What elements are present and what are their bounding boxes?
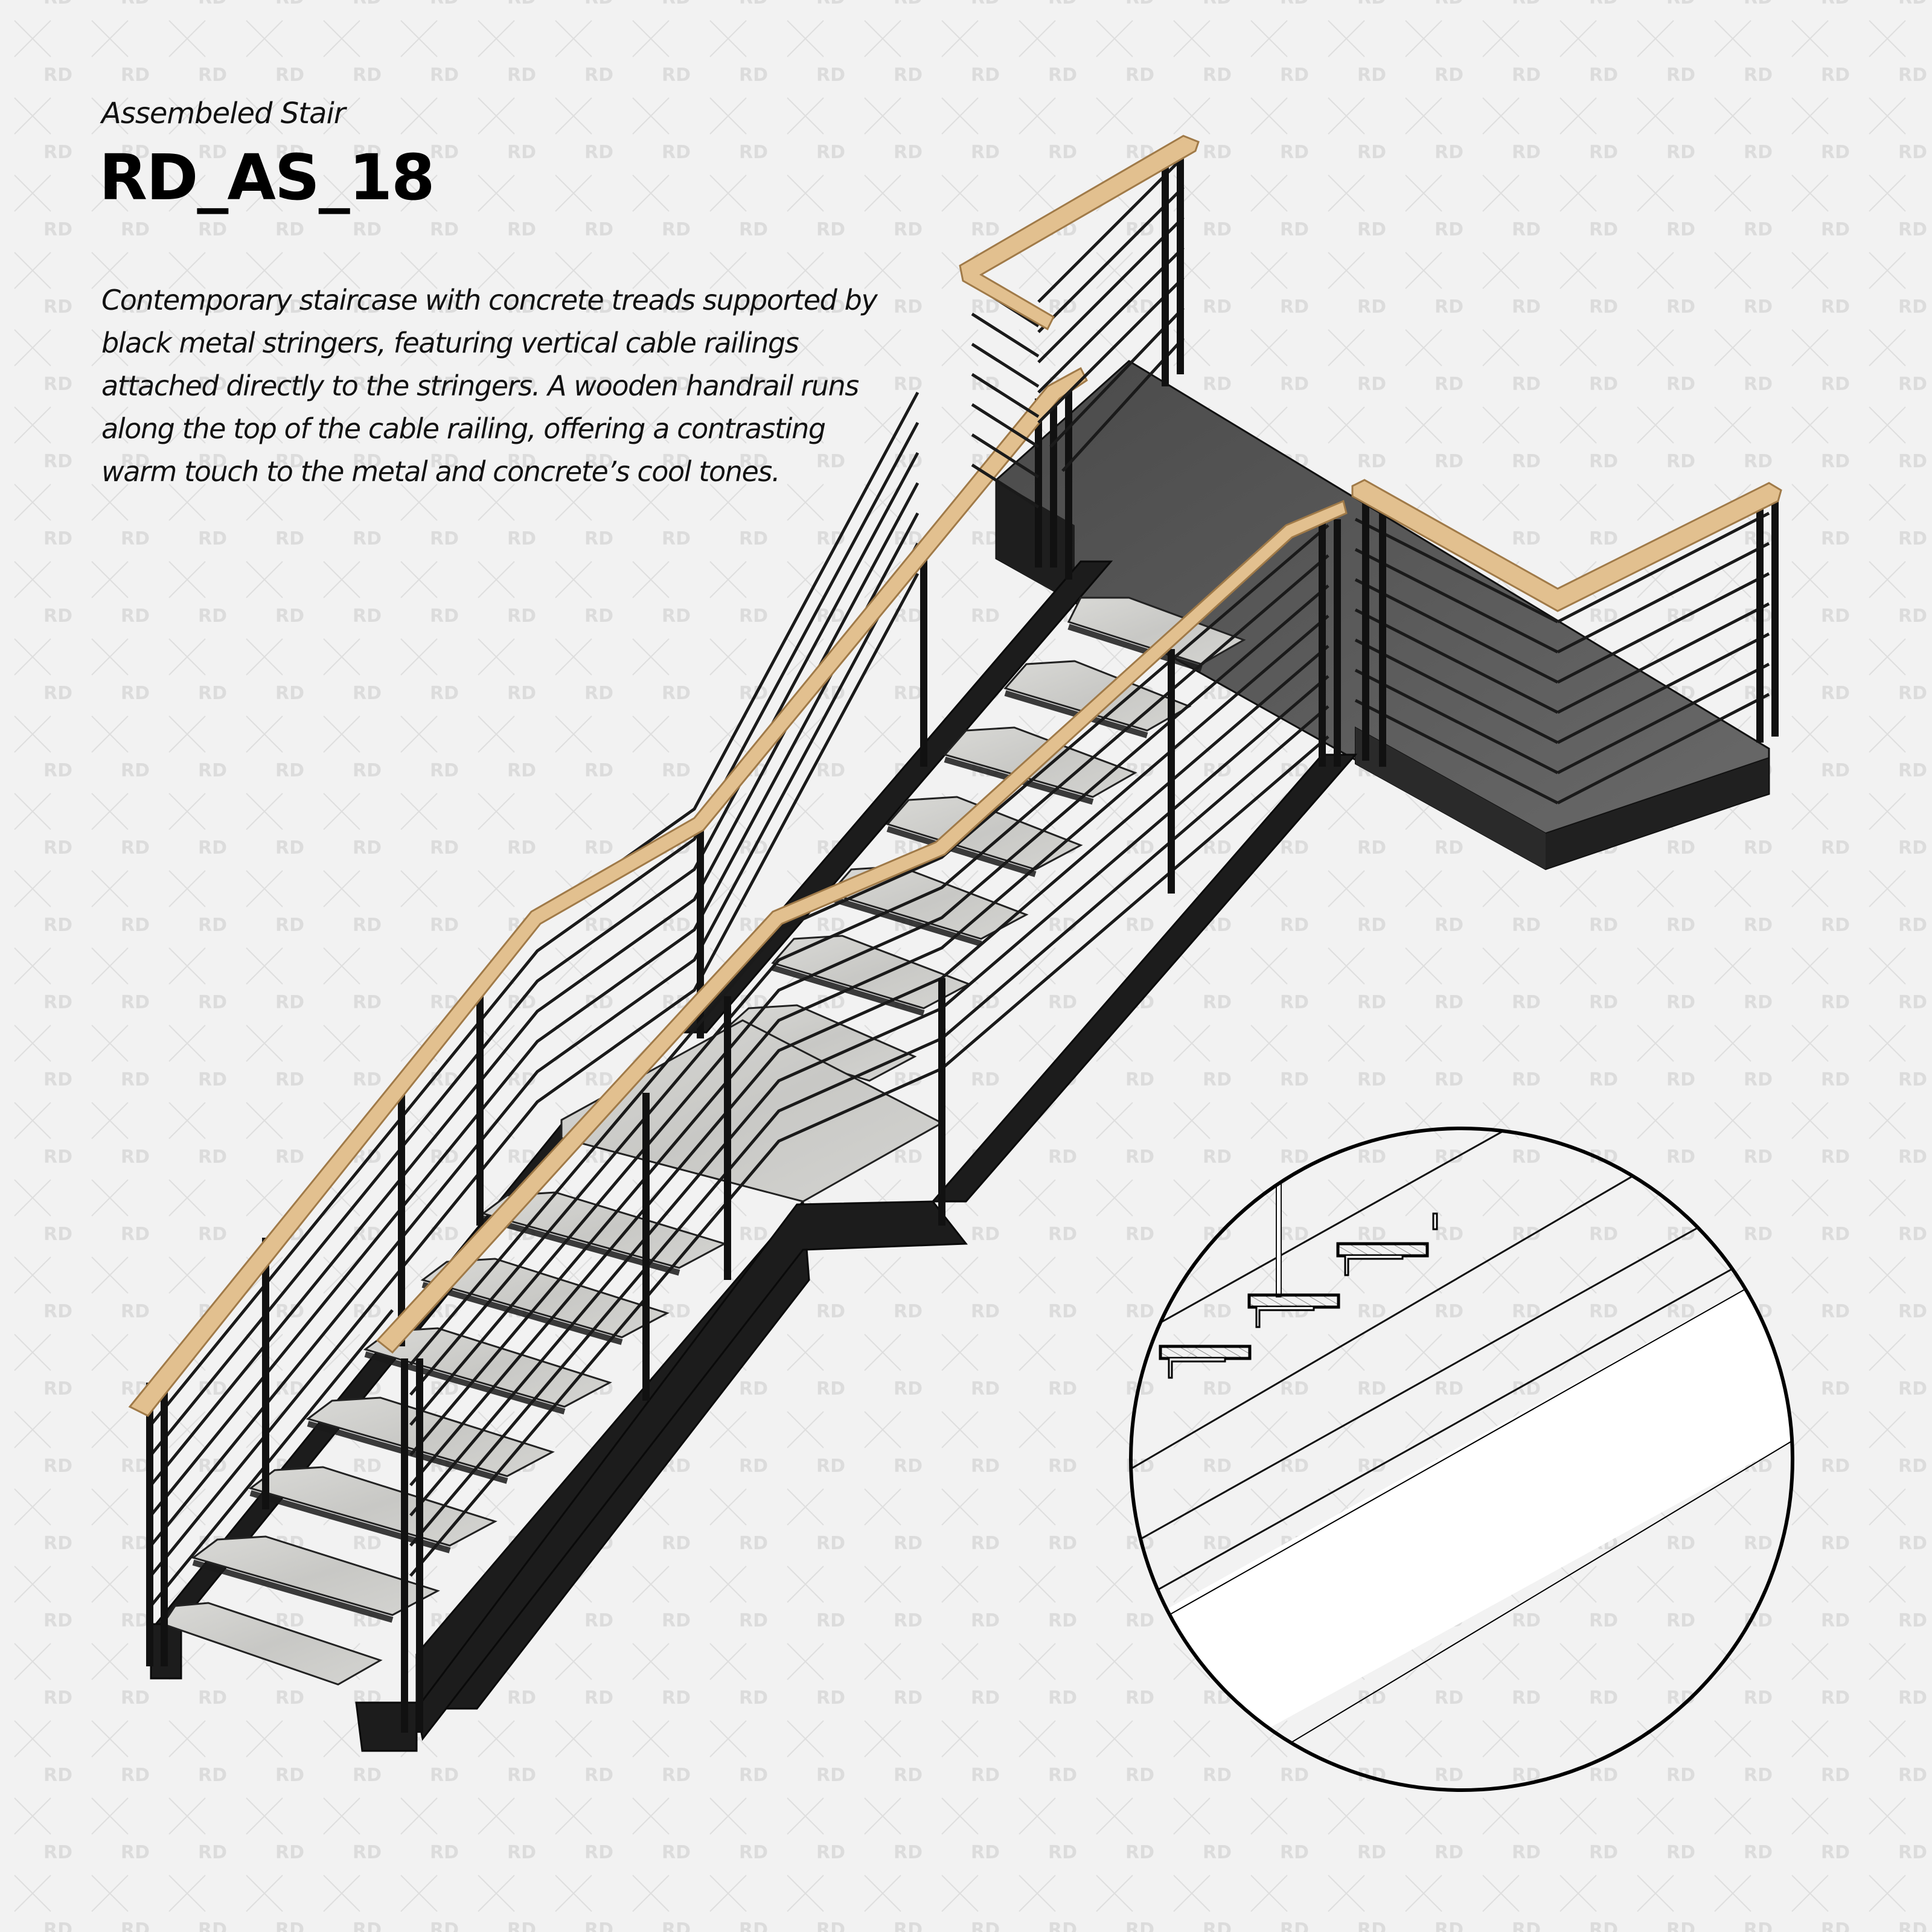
left-wooden-handrail <box>128 366 1088 1417</box>
top-guard-railing <box>959 135 1200 509</box>
top-wooden-handrail <box>959 135 1200 331</box>
landing-right-guard <box>1351 479 1782 805</box>
right-railing-posts <box>401 519 1341 1733</box>
product-code-title: RD_AS_18 <box>99 141 435 214</box>
detail-tread-2 <box>1247 1293 1340 1328</box>
detail-tread-1 <box>1159 1345 1252 1379</box>
detail-post <box>1276 1128 1282 1297</box>
stringer-band <box>1131 1260 1793 1790</box>
lower-flight-treads <box>161 1191 727 1686</box>
upper-flight-treads <box>560 597 1246 1203</box>
subtitle: Assembeled Stair <box>101 97 346 130</box>
section-detail-callout <box>1129 1127 1794 1792</box>
product-description: Contemporary staircase with concrete tre… <box>101 284 878 488</box>
landing-wooden-handrail <box>1351 479 1782 612</box>
header: Assembeled Stair RD_AS_18 <box>99 97 886 214</box>
detail-circle-outline <box>1129 1127 1794 1792</box>
right-cable-railing <box>409 524 1329 1577</box>
detail-tread-3 <box>1336 1242 1429 1276</box>
right-wooden-handrail <box>376 499 1348 1354</box>
